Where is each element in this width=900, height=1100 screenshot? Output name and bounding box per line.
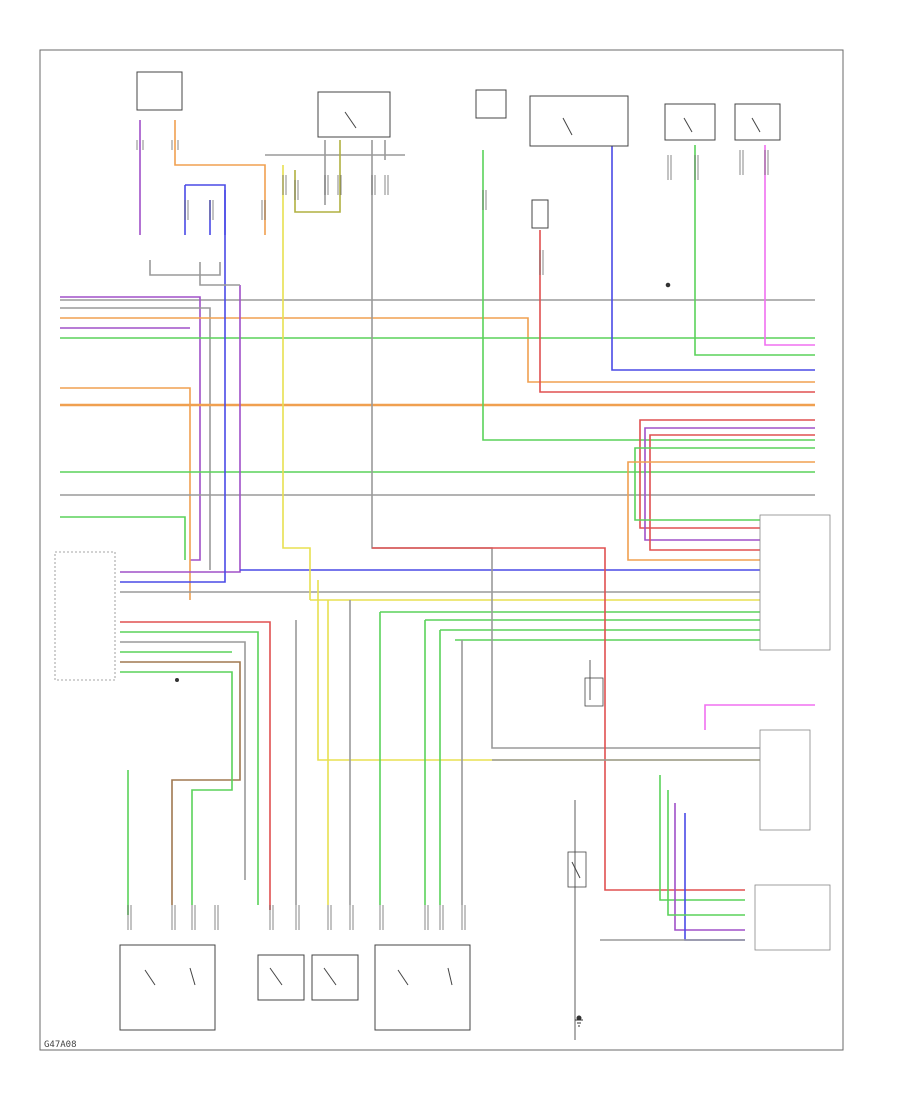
wire-gray-relay-3 xyxy=(371,140,380,549)
pin-marks-bottom-right xyxy=(379,905,466,930)
component-switch-top-right-2 xyxy=(734,103,781,141)
wire-blue-ecu-1 xyxy=(120,190,226,583)
wire-purple-bus-1 xyxy=(60,296,201,561)
pin-marks-top-left xyxy=(136,140,179,150)
wire-blue-right-1 xyxy=(611,145,815,371)
component-sensor-top-left xyxy=(136,71,183,111)
wire-blue-engine-1 xyxy=(684,813,745,941)
component-left-speed-sensor xyxy=(257,954,305,1001)
switch-contact xyxy=(751,117,761,133)
wire-yellow-relay-1 xyxy=(282,165,311,600)
wire-orange-sensor-1 xyxy=(174,120,266,235)
wire-olive-relay-1 xyxy=(294,140,341,213)
ground-dot xyxy=(576,1015,582,1021)
component-inline-relay xyxy=(531,199,549,229)
component-mid-switch-1 xyxy=(567,851,587,888)
wire-green-bus-3 xyxy=(60,516,186,560)
component-relay-top-right xyxy=(529,95,629,147)
wire-red-drop-1 xyxy=(639,419,815,529)
relay-switch-contact xyxy=(344,111,357,129)
wire-gray-ecu-2 xyxy=(380,547,760,749)
wire-brown-ecu-1 xyxy=(120,661,241,905)
sensor-switch-contact xyxy=(323,967,337,986)
component-top-mid-right xyxy=(475,89,507,119)
wire-gray-ecu-3 xyxy=(120,641,246,880)
connector-pins xyxy=(127,140,769,930)
component-group xyxy=(54,71,831,1031)
ground-symbols xyxy=(175,282,671,1027)
wire-green-engine-1 xyxy=(659,775,745,901)
connector-transmission xyxy=(754,884,831,951)
wire-gray-sensor-1 xyxy=(149,260,221,276)
wire-red-drop-2 xyxy=(649,434,815,551)
wire-blue-sensor-1 xyxy=(185,184,226,235)
component-mid-switch-2 xyxy=(584,677,604,707)
wire-gray-bus-2 xyxy=(60,307,211,570)
component-right-sensor-bottom xyxy=(374,944,471,1031)
wire-gray-sensor-2 xyxy=(199,262,240,286)
connector-left-ecu xyxy=(54,551,116,681)
pin-marks-relay xyxy=(282,175,389,200)
pin-marks-top-right xyxy=(667,150,769,180)
wire-pink-right-1 xyxy=(764,145,815,346)
sensor-switch-contact xyxy=(144,969,156,986)
wire-green-right-2 xyxy=(482,150,815,441)
diagram-code: G47A08 xyxy=(44,1040,77,1050)
wire-group xyxy=(60,120,815,1040)
diagram-frame xyxy=(39,49,844,1051)
wire-purple-drop-1 xyxy=(644,427,815,541)
ground-dot xyxy=(665,282,671,288)
sensor-switch-contact xyxy=(447,967,453,986)
pin-marks-upper-left xyxy=(184,200,266,220)
wire-green-ecu-5 xyxy=(120,631,259,905)
sensor-switch-contact xyxy=(189,967,196,986)
sensor-switch-contact xyxy=(397,969,409,986)
pin-marks-bottom-left xyxy=(127,905,219,930)
wire-green-ecu-7 xyxy=(120,671,233,905)
connector-engine-control xyxy=(759,729,811,831)
wire-green-engine-2 xyxy=(667,790,745,916)
component-switch-top-right-1 xyxy=(664,103,716,141)
wire-yellow-ecu-2 xyxy=(317,580,760,761)
switch-contact xyxy=(571,861,581,879)
component-relay-top xyxy=(317,91,391,138)
switch-contact xyxy=(683,117,693,133)
wire-orange-bus-1 xyxy=(60,317,815,383)
ground-symbol xyxy=(575,1019,583,1027)
wire-red-ecu-2 xyxy=(120,621,271,905)
ground-dot xyxy=(175,678,179,682)
wire-orange-bus-2 xyxy=(60,387,191,600)
component-left-sensor-bottom xyxy=(119,944,216,1031)
pin-marks-mid-right xyxy=(482,190,544,275)
wire-green-right-1 xyxy=(694,145,815,356)
sensor-switch-contact xyxy=(269,967,283,986)
wire-pink-engine-1 xyxy=(704,704,815,730)
wire-green-drop-1 xyxy=(634,447,815,521)
connector-right-ecu xyxy=(759,514,831,651)
relay-switch-contact xyxy=(562,117,573,136)
wire-purple-ecu-1 xyxy=(120,285,241,573)
wire-purple-engine-1 xyxy=(674,803,745,931)
wire-orange-drop-1 xyxy=(627,461,815,561)
component-right-speed-sensor xyxy=(311,954,359,1001)
pin-marks-bottom-mid xyxy=(269,905,354,930)
wire-red-right-1 xyxy=(539,230,815,393)
